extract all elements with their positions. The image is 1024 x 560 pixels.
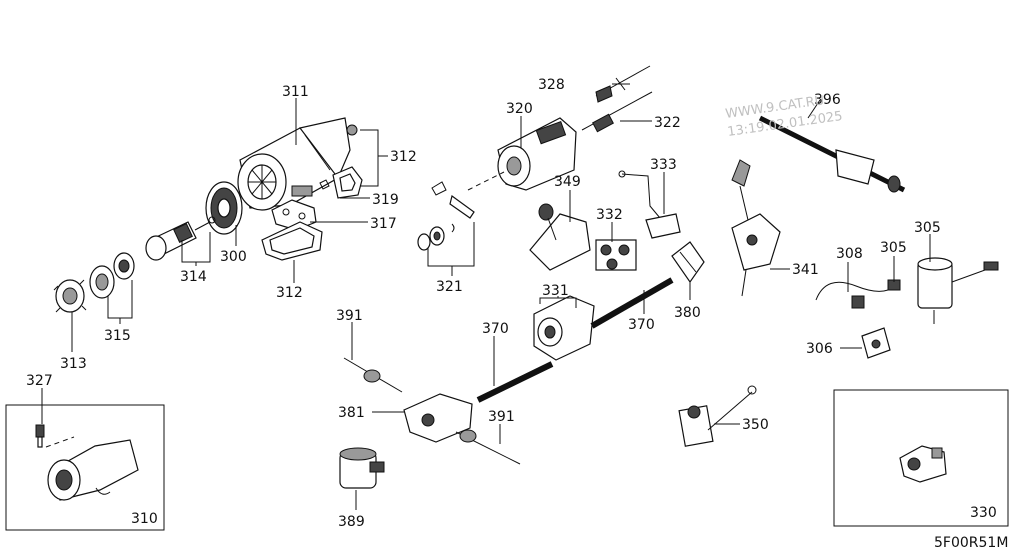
label-331: 331 bbox=[542, 283, 569, 299]
label-317: 317 bbox=[370, 216, 397, 232]
label-370-right: 370 bbox=[628, 317, 655, 333]
shift-cover-349-illustration bbox=[529, 203, 591, 271]
label-312-bottom: 312 bbox=[276, 285, 303, 301]
linkage-333-illustration bbox=[618, 170, 681, 239]
label-310: 310 bbox=[131, 511, 158, 527]
oil-pan-gasket-illustration bbox=[261, 221, 323, 261]
shift-lever-341-illustration bbox=[731, 159, 781, 297]
switch-305-illustration bbox=[917, 257, 999, 324]
plug-illustration bbox=[346, 124, 358, 136]
label-396: 396 bbox=[814, 92, 841, 108]
cv-axle-396-illustration bbox=[758, 115, 906, 193]
shift-mechanism-332-illustration bbox=[595, 239, 637, 271]
retainer-313-illustration bbox=[53, 279, 87, 313]
label-381: 381 bbox=[338, 405, 365, 421]
propeller-shaft-370-illustration bbox=[476, 277, 674, 403]
boot-380-illustration bbox=[671, 241, 705, 284]
sensor-306-illustration bbox=[861, 327, 891, 359]
housing-331-illustration bbox=[533, 295, 595, 361]
label-315: 315 bbox=[104, 328, 131, 344]
leader-lines bbox=[41, 83, 931, 510]
label-314: 314 bbox=[180, 269, 207, 285]
label-319: 319 bbox=[372, 192, 399, 208]
label-330: 330 bbox=[970, 505, 997, 521]
label-332: 332 bbox=[596, 207, 623, 223]
label-391-top: 391 bbox=[336, 308, 363, 324]
label-320: 320 bbox=[506, 101, 533, 117]
clutch-disc-illustration bbox=[205, 181, 243, 235]
inset-box-310 bbox=[5, 404, 165, 531]
label-350: 350 bbox=[742, 417, 769, 433]
label-312-top: 312 bbox=[390, 149, 417, 165]
label-311: 311 bbox=[282, 84, 309, 100]
label-380: 380 bbox=[674, 305, 701, 321]
gearbox-320-illustration bbox=[497, 117, 577, 191]
label-370-left: 370 bbox=[482, 321, 509, 337]
transmission-case-illustration bbox=[237, 117, 351, 211]
label-305-right: 305 bbox=[914, 220, 941, 236]
catalog-code: 5F00R51M bbox=[934, 535, 1008, 551]
flange-315-illustration bbox=[89, 252, 135, 299]
label-300: 300 bbox=[220, 249, 247, 265]
dashed-leader bbox=[467, 171, 505, 191]
motor-389-illustration bbox=[339, 447, 385, 489]
label-349: 349 bbox=[554, 174, 581, 190]
axle-housing-381-illustration bbox=[403, 393, 473, 443]
inset-330-illustration bbox=[899, 445, 947, 483]
label-341: 341 bbox=[792, 262, 819, 278]
cable-322-illustration bbox=[581, 91, 653, 133]
cable-328-illustration bbox=[595, 65, 651, 103]
label-391-bottom: 391 bbox=[488, 409, 515, 425]
gasket-319-illustration bbox=[319, 166, 363, 199]
label-321: 321 bbox=[436, 279, 463, 295]
label-389: 389 bbox=[338, 514, 365, 530]
label-333: 333 bbox=[650, 157, 677, 173]
label-308: 308 bbox=[836, 246, 863, 262]
inset-box-330 bbox=[833, 389, 1009, 527]
transmission-assembly-inset-illustration bbox=[35, 424, 139, 501]
shaft-314-illustration bbox=[145, 216, 216, 261]
label-313: 313 bbox=[60, 356, 87, 372]
label-327: 327 bbox=[26, 373, 53, 389]
seal-321-illustration bbox=[417, 181, 475, 251]
drive-shaft-391-illustration bbox=[343, 357, 521, 465]
harness-308-illustration bbox=[815, 279, 901, 309]
label-328: 328 bbox=[538, 77, 565, 93]
label-305-left: 305 bbox=[880, 240, 907, 256]
label-306: 306 bbox=[806, 341, 833, 357]
label-322: 322 bbox=[654, 115, 681, 131]
